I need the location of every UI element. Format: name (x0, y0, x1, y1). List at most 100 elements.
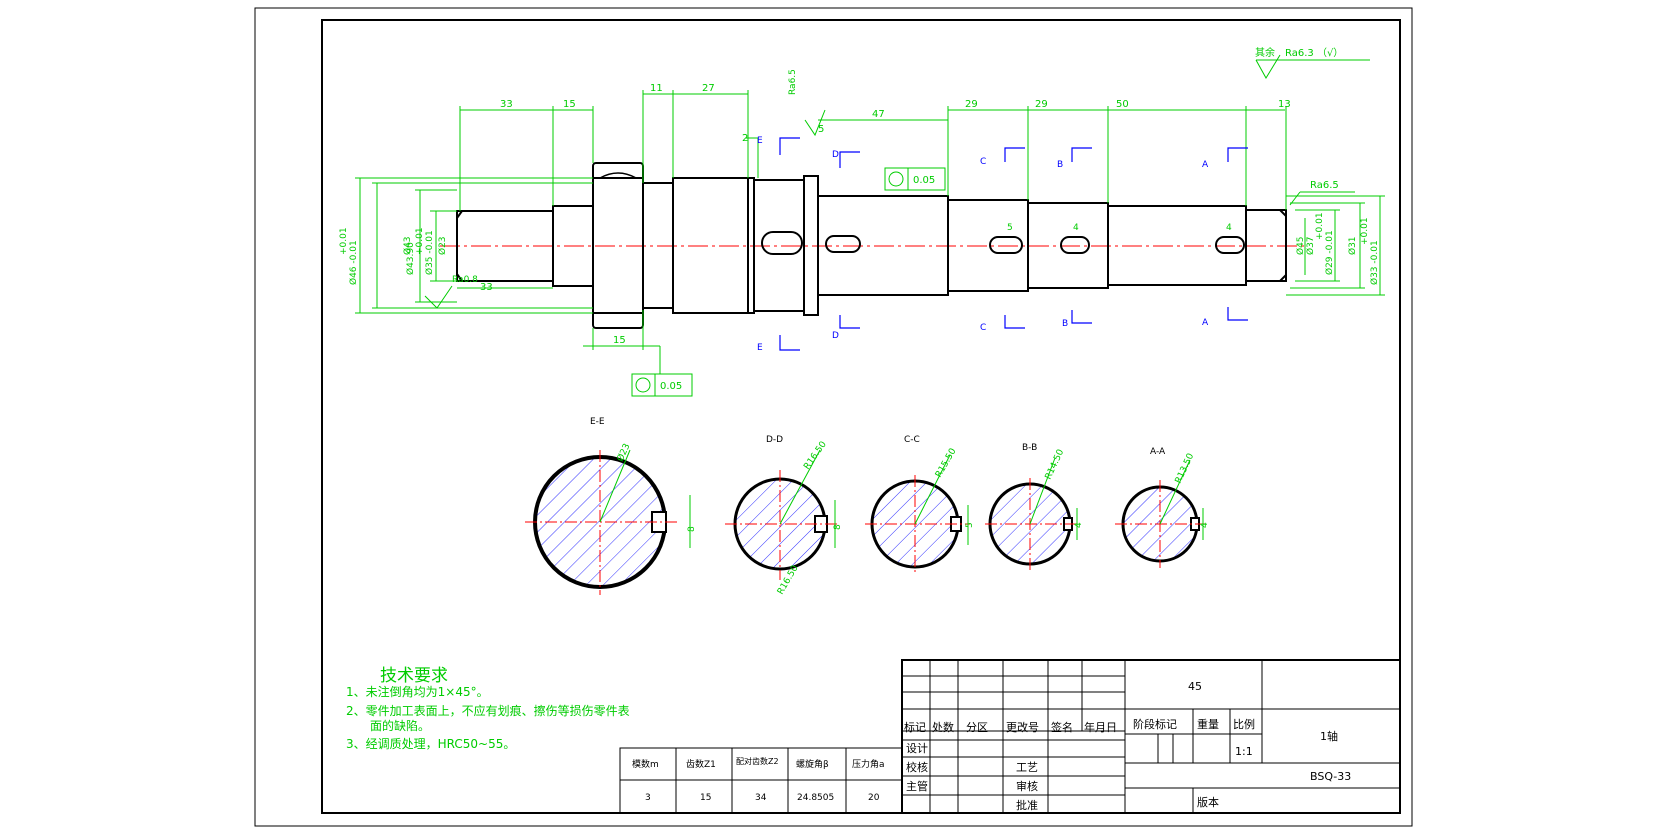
runout-tolerance-top: 0.05 (884, 167, 946, 191)
svg-text:11: 11 (650, 83, 663, 94)
svg-text:Ø45: Ø45 (1295, 236, 1306, 255)
svg-text:阶段标记: 阶段标记 (1133, 717, 1177, 731)
svg-text:8: 8 (833, 524, 843, 530)
svg-text:+0.01: +0.01 (1360, 217, 1370, 245)
section-view-A: A-A R13.50 4 (1115, 447, 1210, 568)
svg-text:模数m: 模数m (632, 758, 659, 770)
svg-text:Ra6.5: Ra6.5 (788, 69, 798, 95)
svg-text:27: 27 (702, 83, 715, 94)
svg-text:5: 5 (1007, 223, 1013, 233)
svg-text:标记: 标记 (904, 720, 926, 734)
svg-text:8: 8 (687, 526, 697, 532)
svg-text:5: 5 (965, 522, 975, 528)
svg-text:设计: 设计 (906, 742, 928, 755)
svg-text:主管: 主管 (906, 779, 928, 793)
dimension-lines (355, 90, 1385, 350)
svg-text:4: 4 (1073, 223, 1079, 233)
svg-text:D-D: D-D (766, 435, 783, 445)
svg-text:2、零件加工表面上，不应有划痕、擦伤等损伤零件表: 2、零件加工表面上，不应有划痕、擦伤等损伤零件表 (346, 703, 630, 718)
svg-text:+0.01: +0.01 (415, 227, 425, 255)
svg-text:4: 4 (1226, 223, 1232, 233)
svg-text:Ø33 -0.01: Ø33 -0.01 (1369, 240, 1380, 285)
svg-text:50: 50 (1116, 99, 1129, 110)
svg-text:压力角a: 压力角a (852, 758, 885, 770)
svg-text:技术要求: 技术要求 (380, 666, 448, 686)
section-markers (779, 137, 1248, 351)
svg-text:比例: 比例 (1233, 717, 1255, 731)
svg-text:A: A (1202, 318, 1209, 328)
svg-text:B: B (1057, 160, 1063, 170)
shaft-body (456, 162, 1287, 329)
section-view-E: E-E Ø23 8 (525, 417, 697, 595)
svg-text:15: 15 (563, 99, 576, 110)
svg-text:E-E: E-E (590, 417, 605, 427)
svg-text:33: 33 (480, 282, 493, 293)
svg-text:审核: 审核 (1016, 779, 1038, 793)
svg-text:15: 15 (613, 335, 626, 346)
svg-text:29: 29 (965, 99, 978, 110)
svg-text:年月日: 年月日 (1084, 720, 1117, 734)
svg-text:齿数Z1: 齿数Z1 (686, 758, 716, 770)
svg-text:B-B: B-B (1022, 443, 1037, 453)
section-view-C: C-C R15.50 5 (865, 435, 975, 575)
runout-tolerance-bottom: 0.05 (631, 346, 693, 397)
svg-text:R13.50: R13.50 (1174, 452, 1197, 485)
svg-text:1:1: 1:1 (1235, 745, 1253, 758)
roughness-other: 其余 Ra6.3 （√） (1255, 46, 1370, 79)
svg-text:批准: 批准 (1016, 798, 1038, 812)
svg-text:版本: 版本 (1197, 795, 1219, 809)
svg-text:24.8505: 24.8505 (797, 793, 834, 803)
svg-text:工艺: 工艺 (1016, 761, 1038, 774)
svg-text:Ø35 -0.01: Ø35 -0.01 (424, 230, 435, 275)
svg-text:+0.01: +0.01 (1315, 212, 1325, 240)
svg-text:D: D (832, 331, 839, 341)
svg-text:33: 33 (500, 99, 513, 110)
svg-text:15: 15 (700, 793, 711, 803)
svg-text:Ø43: Ø43 (402, 236, 413, 255)
svg-text:配对齿数Z2: 配对齿数Z2 (736, 756, 779, 766)
svg-text:Ø37: Ø37 (1305, 236, 1316, 255)
svg-text:3、经调质处理，HRC50~55。: 3、经调质处理，HRC50~55。 (346, 737, 515, 751)
svg-text:+0.01: +0.01 (339, 227, 349, 255)
svg-text:47: 47 (872, 109, 885, 120)
svg-text:Ra6.3 （√）: Ra6.3 （√） (1285, 47, 1343, 59)
svg-text:重量: 重量 (1197, 717, 1219, 731)
svg-text:1轴: 1轴 (1320, 729, 1338, 743)
svg-text:R15.50: R15.50 (934, 447, 959, 480)
svg-text:Ra0.8: Ra0.8 (452, 275, 478, 285)
svg-text:面的缺陷。: 面的缺陷。 (370, 718, 430, 733)
svg-text:分区: 分区 (966, 721, 988, 734)
svg-text:34: 34 (755, 793, 767, 803)
outer-border (254, 7, 1413, 827)
svg-text:处数: 处数 (932, 721, 954, 734)
svg-text:Ø43.90: Ø43.90 (405, 242, 416, 275)
svg-text:3: 3 (645, 793, 651, 803)
svg-text:Ø46 -0.01: Ø46 -0.01 (348, 240, 359, 285)
svg-text:Ø31: Ø31 (1347, 236, 1358, 255)
svg-text:20: 20 (868, 793, 880, 803)
svg-text:E: E (757, 343, 763, 353)
svg-text:D: D (832, 150, 839, 160)
svg-text:Ø23: Ø23 (615, 442, 633, 463)
tech-requirements: 技术要求 1、未注倒角均为1×45°。 2、零件加工表面上，不应有划痕、擦伤等损… (346, 666, 630, 751)
svg-text:Ra6.5: Ra6.5 (1310, 180, 1339, 191)
section-view-B: B-B R14.50 4 (985, 443, 1084, 570)
svg-text:1、未注倒角均为1×45°。: 1、未注倒角均为1×45°。 (346, 684, 489, 699)
svg-text:Ø23: Ø23 (437, 236, 448, 255)
svg-text:螺旋角β: 螺旋角β (796, 758, 829, 770)
svg-text:A: A (1202, 160, 1209, 170)
svg-text:29: 29 (1035, 99, 1048, 110)
svg-text:其余: 其余 (1255, 46, 1275, 59)
svg-text:45: 45 (1188, 680, 1202, 693)
svg-text:C-C: C-C (904, 435, 920, 445)
svg-text:0.05: 0.05 (913, 175, 935, 186)
svg-text:BSQ-33: BSQ-33 (1310, 770, 1351, 783)
svg-text:13: 13 (1278, 99, 1291, 110)
svg-text:0.05: 0.05 (660, 381, 682, 392)
svg-text:C: C (980, 157, 986, 167)
svg-text:B: B (1062, 319, 1068, 329)
svg-text:签名: 签名 (1051, 720, 1073, 734)
svg-text:5: 5 (818, 124, 824, 135)
svg-text:4: 4 (1200, 522, 1210, 528)
